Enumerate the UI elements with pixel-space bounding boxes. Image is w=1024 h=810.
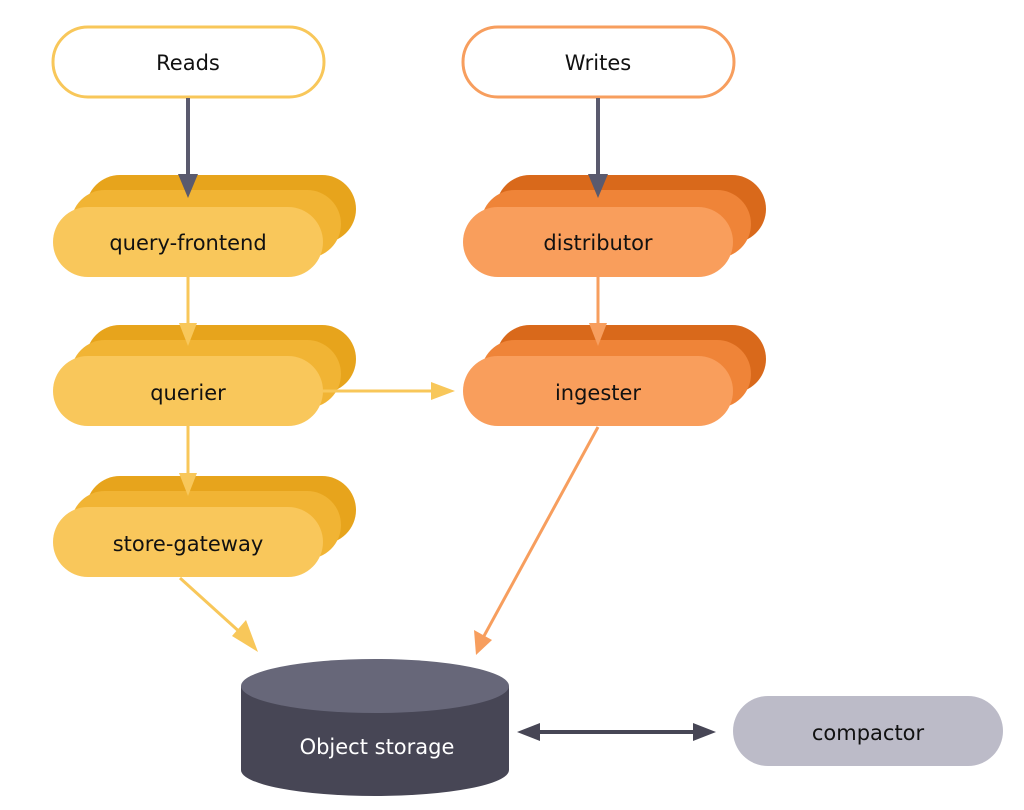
object-storage-node: Object storage xyxy=(241,659,509,796)
querier-label: querier xyxy=(150,381,226,405)
compactor-node: compactor xyxy=(733,696,1003,766)
reads-node: Reads xyxy=(51,25,326,99)
writes-label: Writes xyxy=(565,51,631,75)
query-frontend-label: query-frontend xyxy=(109,231,266,255)
store-gateway-label: store-gateway xyxy=(113,532,264,556)
distributor-label: distributor xyxy=(543,231,653,255)
edge-store-gateway-to-object-storage xyxy=(178,576,258,652)
querier-node: querier xyxy=(53,325,356,426)
edge-querier-to-ingester xyxy=(323,382,455,400)
store-gateway-node: store-gateway xyxy=(53,476,356,577)
edge-querier-to-store-gateway xyxy=(179,426,197,496)
edge-ingester-to-object-storage xyxy=(474,426,600,655)
edge-distributor-to-ingester xyxy=(589,277,607,346)
writes-node: Writes xyxy=(461,25,736,99)
ingester-node: ingester xyxy=(463,325,766,426)
query-frontend-node: query-frontend xyxy=(53,175,356,277)
edge-reads-to-query-frontend xyxy=(178,98,198,198)
edge-writes-to-distributor xyxy=(588,98,608,198)
object-storage-label: Object storage xyxy=(300,735,455,759)
compactor-label: compactor xyxy=(812,721,925,745)
ingester-label: ingester xyxy=(555,381,641,405)
distributor-node: distributor xyxy=(463,175,766,277)
reads-label: Reads xyxy=(156,51,220,75)
edge-query-frontend-to-querier xyxy=(179,277,197,346)
edge-object-storage-compactor xyxy=(517,723,716,741)
